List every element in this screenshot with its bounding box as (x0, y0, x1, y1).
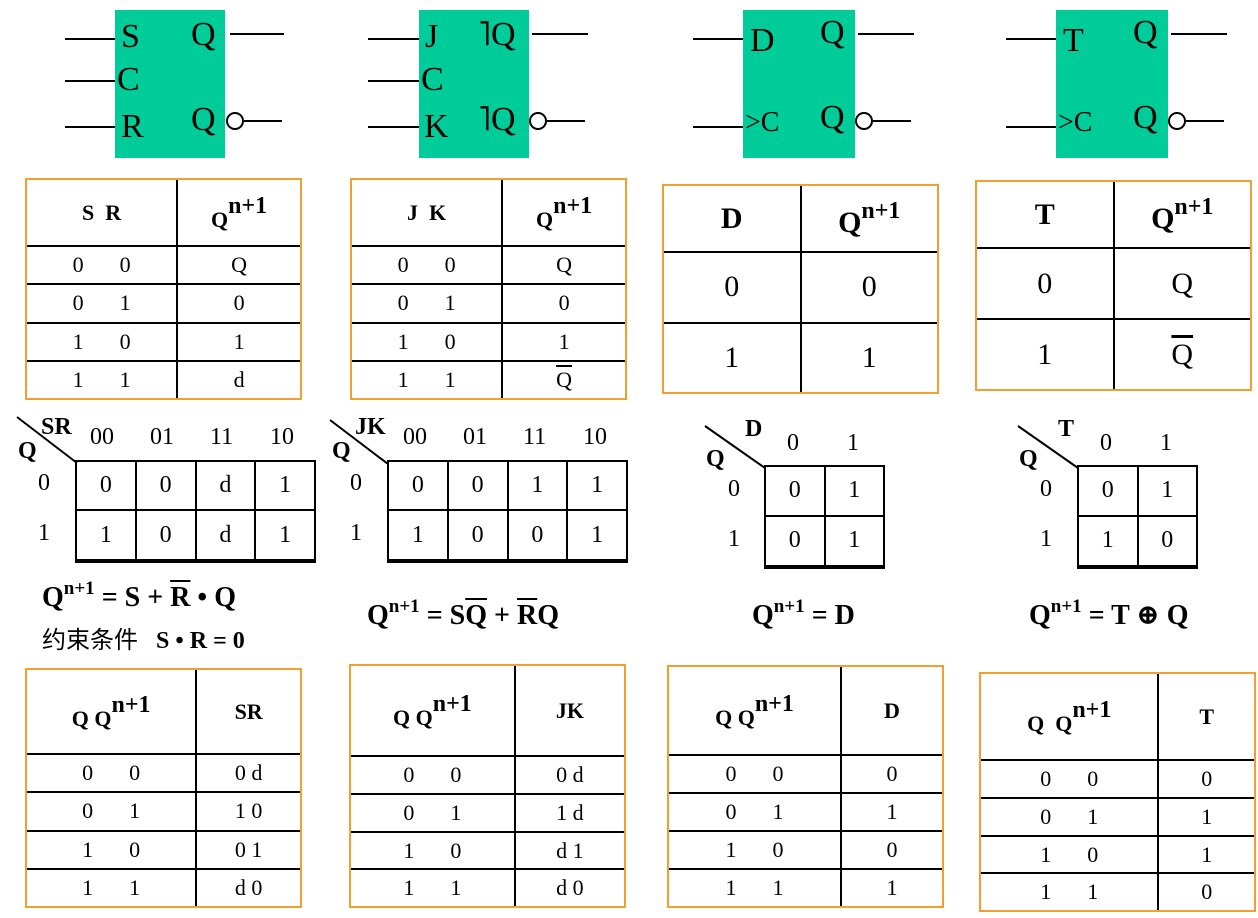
t-output-q: Q (1133, 14, 1158, 51)
jk-input-k: K (424, 108, 449, 145)
jk-characteristic-equation: Qn+1 = SQ + RQ (367, 596, 559, 631)
inversion-bubble-icon (226, 112, 244, 130)
sr-characteristic-equation: Qn+1 = S + R • Q (42, 578, 236, 613)
sr-input-r: R (121, 108, 144, 145)
jk-input-c: C (421, 61, 444, 98)
sr-output-q: Q (191, 16, 216, 53)
sr-output-qn: Q (191, 101, 216, 138)
inversion-bubble-icon (529, 112, 547, 130)
d-characteristic-equation: Qn+1 = D (752, 596, 855, 631)
jk-output-q: ˥Q (478, 16, 516, 53)
inversion-bubble-icon (855, 112, 873, 130)
t-input-clock: >C (1058, 107, 1093, 138)
sr-constraint-condition: 约束条件 S • R = 0 (42, 626, 245, 654)
d-input-clock: >C (745, 107, 780, 138)
t-input-t: T (1063, 22, 1084, 59)
d-output-qn: Q (820, 99, 845, 136)
sr-input-c: C (117, 61, 140, 98)
inversion-bubble-icon (1168, 112, 1186, 130)
d-input-d: D (750, 22, 775, 59)
sr-input-s: S (121, 18, 140, 55)
d-output-q: Q (820, 14, 845, 51)
jk-input-j: J (425, 18, 439, 55)
t-output-qn: Q (1133, 99, 1158, 136)
t-characteristic-equation: Qn+1 = T ⊕ Q (1029, 596, 1189, 631)
jk-output-qn: ˥Q (478, 101, 516, 138)
